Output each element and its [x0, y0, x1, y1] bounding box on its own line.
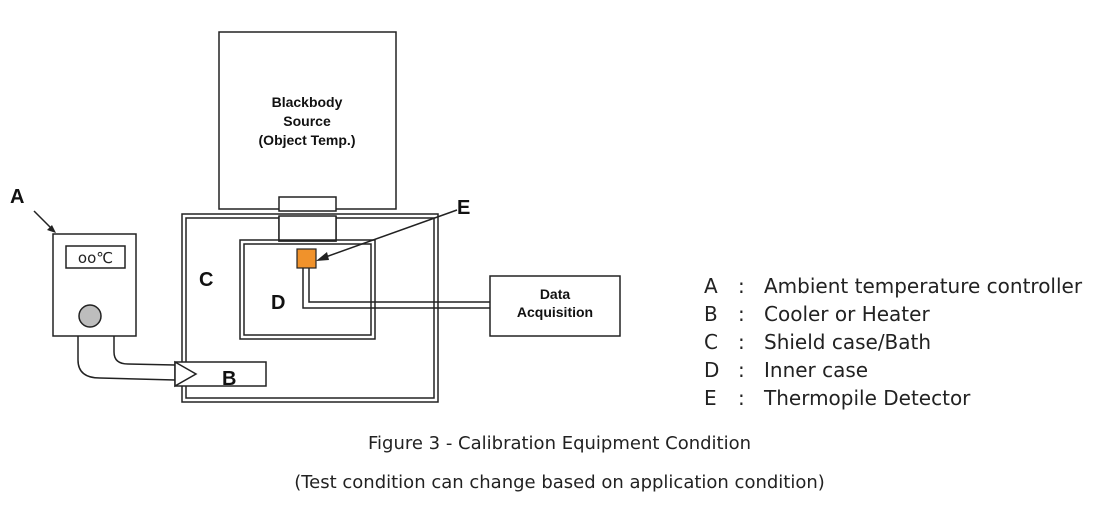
label-e-arrowhead [316, 252, 329, 261]
figure-caption-note: (Test condition can change based on appl… [294, 472, 825, 493]
label-e: E [457, 197, 470, 219]
legend-item: C : Shield case/Bath [704, 330, 931, 354]
svg-text:A: A [704, 274, 718, 298]
legend-item: E : Thermopile Detector [704, 386, 971, 410]
label-e-leader [319, 209, 458, 260]
svg-text:E: E [704, 386, 717, 410]
data-acquisition: Data Acquisition [489, 275, 621, 337]
controller-display-value: oo℃ [78, 249, 113, 267]
aperture-top [278, 196, 337, 212]
svg-text::: : [738, 274, 745, 298]
figure-caption-title: Figure 3 - Calibration Equipment Conditi… [367, 433, 752, 454]
svg-text::: : [738, 386, 745, 410]
cooler-heater [174, 360, 267, 388]
svg-text:Ambient temperature controller: Ambient temperature controller [764, 274, 1083, 298]
svg-text::: : [738, 302, 745, 326]
label-a: A [10, 186, 24, 208]
label-d: D [271, 292, 285, 314]
signal-cable [302, 268, 490, 309]
inner-case [239, 239, 376, 340]
circle-knob-icon [78, 304, 102, 328]
blackbody-label-line2: Source [283, 113, 331, 129]
svg-text::: : [738, 330, 745, 354]
blackbody-label-line1: Blackbody [272, 94, 343, 110]
label-b: B [222, 368, 236, 390]
svg-text:D: D [704, 358, 719, 382]
label-a-arrowhead [47, 225, 56, 233]
thermopile-detector [296, 248, 317, 269]
legend-item: D : Inner case [704, 358, 868, 382]
svg-text::: : [738, 358, 745, 382]
label-c: C [199, 269, 213, 291]
blackbody-label-line3: (Object Temp.) [259, 132, 356, 148]
legend-item: B : Cooler or Heater [704, 302, 930, 326]
data-acquisition-label-line1: Data [540, 286, 571, 302]
blackbody-source: Blackbody Source (Object Temp.) [218, 31, 397, 210]
airflow-duct [77, 336, 176, 381]
svg-text:C: C [704, 330, 718, 354]
controller-display [65, 245, 126, 269]
svg-text:Inner case: Inner case [764, 358, 868, 382]
svg-text:Thermopile Detector: Thermopile Detector [763, 386, 971, 410]
legend-item: A : Ambient temperature controller [704, 274, 1083, 298]
airflow-arrow-icon [174, 360, 198, 388]
temperature-controller: oo℃ [52, 233, 137, 337]
svg-text:Shield case/Bath: Shield case/Bath [764, 330, 931, 354]
svg-text:Cooler or Heater: Cooler or Heater [764, 302, 930, 326]
legend: A : Ambient temperature controller B : C… [704, 274, 1083, 410]
svg-text:B: B [704, 302, 718, 326]
data-acquisition-label-line2: Acquisition [517, 304, 593, 320]
